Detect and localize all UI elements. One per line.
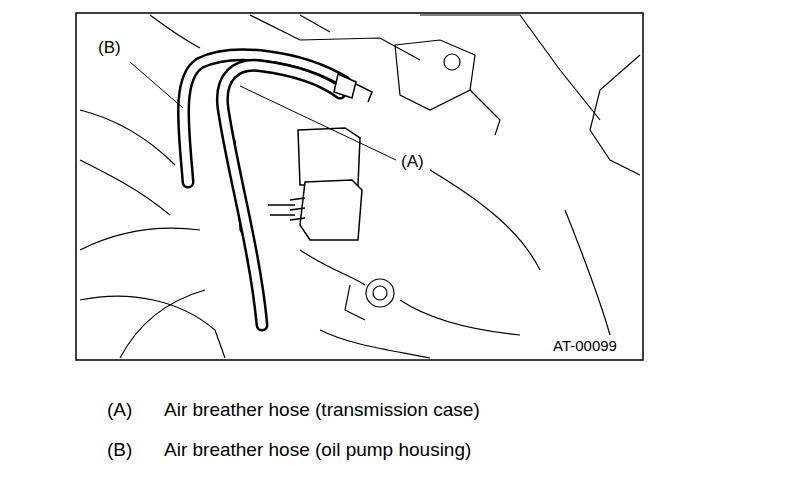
- callout-letter: (A): [399, 152, 426, 172]
- connector-blocks: [268, 128, 362, 240]
- key-description: Air breather hose (transmission case): [162, 399, 482, 421]
- callout-letter: (B): [96, 38, 123, 58]
- key-description: Air breather hose (oil pump housing): [162, 439, 473, 461]
- breather-hoses: [183, 55, 345, 325]
- key-letter: (A): [105, 399, 134, 421]
- key-letter: (B): [105, 439, 134, 461]
- figure-frame: [76, 13, 643, 360]
- leader-lines: [130, 62, 396, 160]
- figure-code: AT-00099: [551, 337, 619, 354]
- engine-background: [80, 15, 640, 358]
- hose-fittings: [334, 74, 372, 102]
